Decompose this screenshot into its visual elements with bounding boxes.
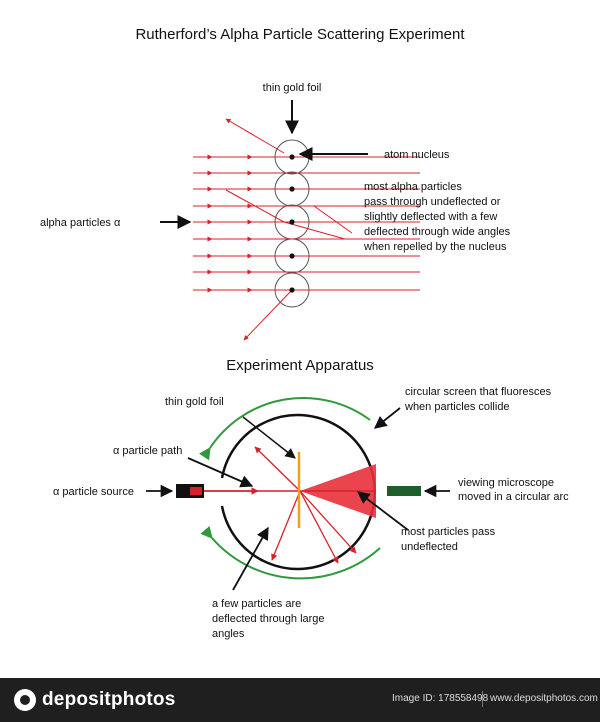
apparatus-diagram: thin gold foil circular screen that fluo… [53, 386, 569, 640]
undeflected-label-line: most particles pass [401, 526, 496, 538]
path-arrow [187, 457, 254, 488]
brand[interactable]: depositphotos [14, 687, 175, 713]
deflected-rays [254, 446, 357, 564]
explanation-line: slightly deflected with a few [364, 211, 497, 223]
nuclei [289, 154, 295, 293]
alpha-paths-deflected [225, 118, 353, 341]
site-url[interactable]: www.depositphotos.com [490, 693, 598, 704]
top-foil-label: thin gold foil [263, 82, 322, 94]
source-label: α particle source [53, 486, 134, 498]
footer-divider [482, 691, 483, 707]
apparatus-foil-label: thin gold foil [165, 396, 224, 408]
stock-footer: depositphotos Image ID: 178558498 www.de… [0, 678, 600, 722]
viewing-microscope [387, 486, 421, 496]
apparatus-foil-arrow [242, 416, 296, 459]
image-id: Image ID: 178558498 [392, 693, 489, 704]
large-angle-label-line: a few particles are [212, 598, 301, 610]
undeflected-arrow [356, 491, 409, 531]
top-diagram: thin gold foil atom nucleus most alpha p… [40, 82, 511, 341]
large-angle-label-line: angles [212, 628, 245, 640]
nucleus-label: atom nucleus [384, 149, 450, 161]
microscope-label-line: moved in a circular arc [458, 491, 569, 503]
green-arc-bottom [200, 525, 381, 580]
nucleus-dot [289, 154, 295, 160]
alpha-path-arrows [193, 154, 253, 293]
brand-name: depositphotos [42, 689, 176, 710]
nucleus-dot [289, 219, 295, 225]
nucleus-dot [289, 253, 295, 259]
alpha-paths-straight [193, 156, 420, 291]
explanation-line: when repelled by the nucleus [363, 241, 507, 253]
alpha-source-core [190, 487, 202, 495]
explanation-line: pass through undeflected or [364, 196, 501, 208]
large-angle-label-line: deflected through large [212, 613, 325, 625]
nucleus-dot [289, 186, 295, 192]
path-label: α particle path [113, 445, 182, 457]
microscope-label-line: viewing microscope [458, 477, 554, 489]
alpha-label: alpha particles α [40, 217, 121, 229]
undeflected-label-line: undeflected [401, 541, 458, 553]
diagram-title: Rutherford’s Alpha Particle Scattering E… [135, 26, 465, 43]
nucleus-dot [289, 287, 295, 293]
screen-label-line: when particles collide [404, 401, 510, 413]
screen-arrow [374, 407, 401, 429]
large-angle-arrow [232, 526, 269, 591]
explanation-line: deflected through wide angles [364, 226, 511, 238]
depositphotos-logo-icon [14, 689, 36, 711]
apparatus-heading: Experiment Apparatus [226, 357, 374, 374]
green-arc-top [199, 396, 371, 461]
explanation-line: most alpha particles [364, 181, 462, 193]
scattering-diagram: Rutherford’s Alpha Particle Scattering E… [40, 26, 569, 640]
screen-label-line: circular screen that fluoresces [405, 386, 552, 398]
